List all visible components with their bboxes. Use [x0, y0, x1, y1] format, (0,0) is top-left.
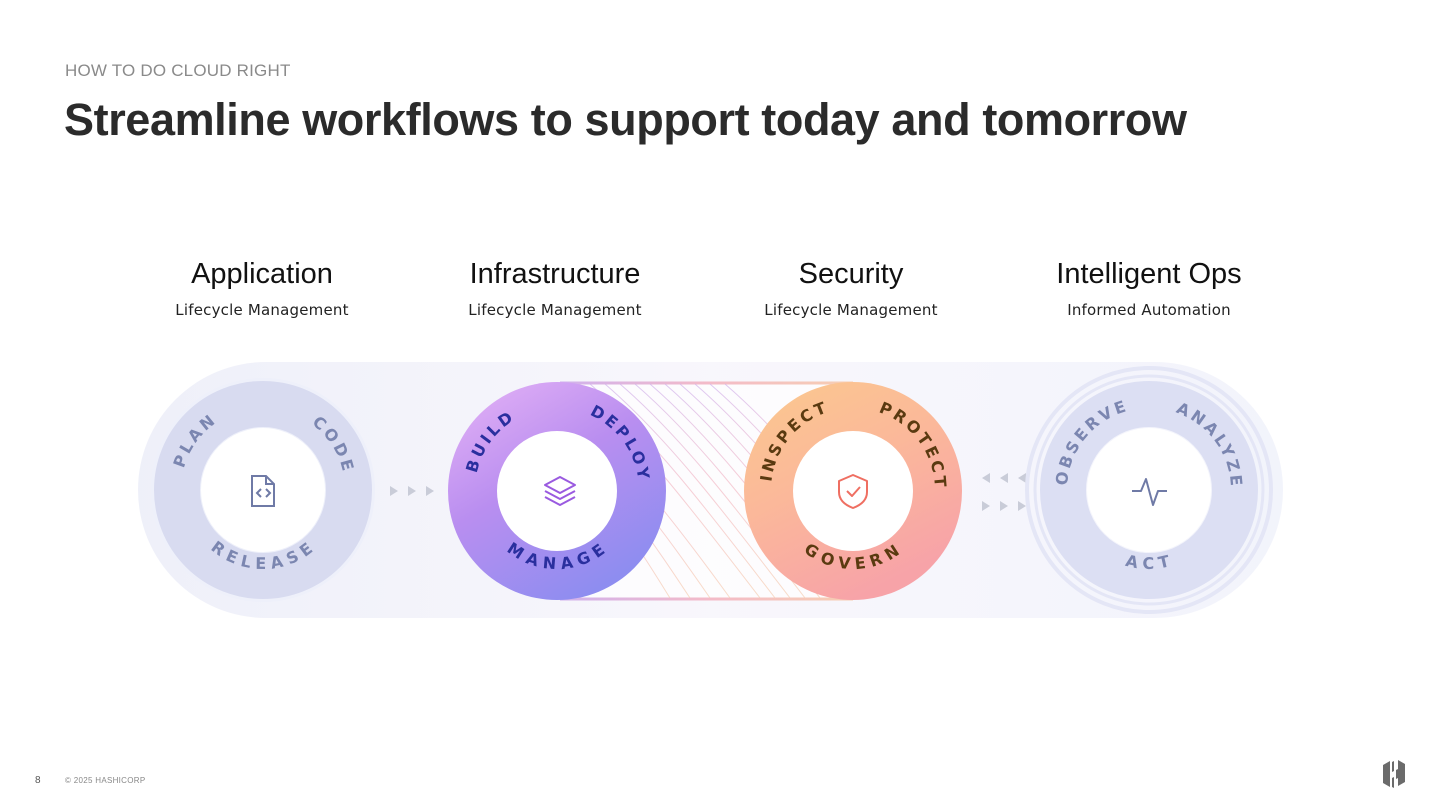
- ring-application: PLAN CODE RELEASE: [151, 378, 375, 602]
- column-subtitle: Lifecycle Management: [175, 301, 349, 319]
- column-title: Infrastructure: [469, 258, 641, 290]
- file-code-icon: [251, 475, 275, 507]
- column-security: Security Lifecycle Management: [721, 258, 981, 319]
- page-number: 8: [35, 775, 41, 786]
- column-subtitle: Lifecycle Management: [468, 301, 642, 319]
- pulse-icon: [1132, 478, 1167, 506]
- eyebrow: HOW TO DO CLOUD RIGHT: [65, 61, 291, 80]
- ring-infrastructure: BUILD DEPLOY MANAGE: [448, 382, 666, 600]
- hashicorp-logo-icon: [1383, 760, 1405, 788]
- column-title: Security: [798, 258, 904, 290]
- copyright: © 2025 HASHICORP: [65, 776, 146, 785]
- column-subtitle: Informed Automation: [1067, 301, 1231, 319]
- column-infrastructure: Infrastructure Lifecycle Management: [425, 258, 685, 319]
- column-title: Intelligent Ops: [1056, 258, 1242, 290]
- column-application: Application Lifecycle Management: [132, 258, 392, 319]
- arrows-bidirectional-icon: [982, 473, 1026, 511]
- arrow-right-icon: [390, 486, 434, 496]
- layers-icon: [544, 476, 576, 506]
- ring-label-act: ACT: [1124, 551, 1174, 573]
- ring-security: INSPECT PROTECT GOVERN: [744, 382, 962, 600]
- column-subtitle: Lifecycle Management: [764, 301, 938, 319]
- column-intelligent-ops: Intelligent Ops Informed Automation: [1019, 258, 1279, 319]
- page-title: Streamline workflows to support today an…: [64, 94, 1187, 145]
- ring-intelligent-ops: OBSERVE ANALYZE ACT: [1025, 366, 1273, 614]
- shield-check-icon: [838, 474, 868, 509]
- column-title: Application: [191, 258, 333, 290]
